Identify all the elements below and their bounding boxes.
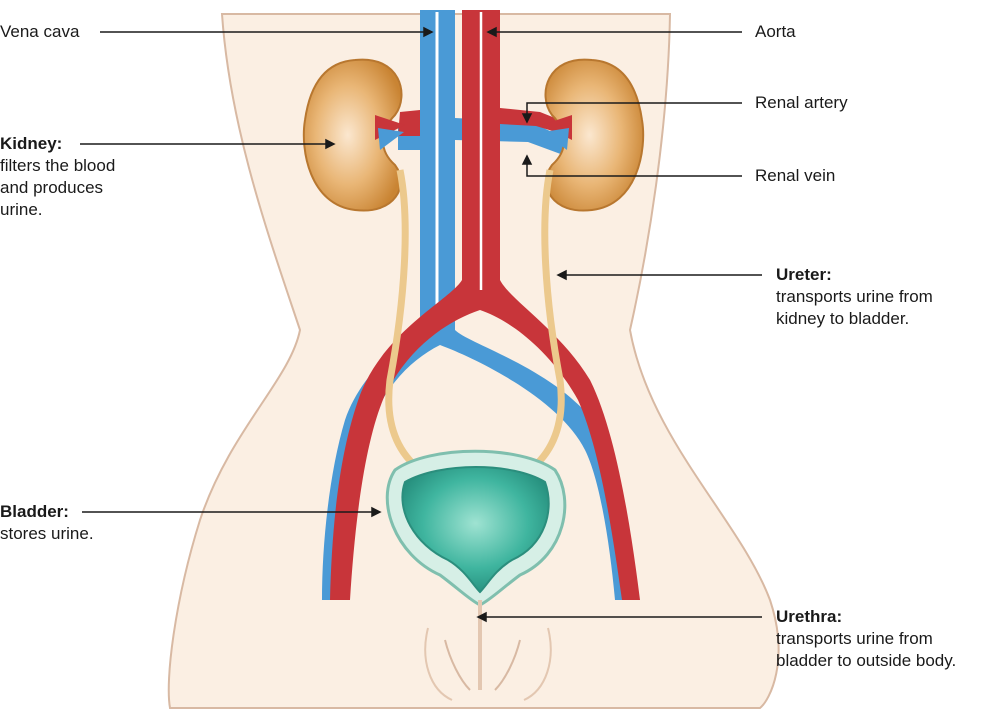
urethra-desc-line: bladder to outside body. (776, 651, 957, 670)
ureter-desc-line: transports urine from (776, 287, 933, 306)
label-kidney: Kidney: filters the blood and produces u… (0, 133, 115, 221)
label-aorta: Aorta (755, 21, 796, 43)
ureter-desc-line: kidney to bladder. (776, 309, 910, 328)
left-kidney (302, 58, 405, 212)
kidney-desc-line: urine. (0, 200, 43, 219)
label-urethra: Urethra: transports urine from bladder t… (776, 606, 956, 672)
kidney-title: Kidney: (0, 134, 63, 153)
leader-lines (80, 26, 762, 623)
kidney-desc-line: filters the blood (0, 156, 116, 175)
label-renal-artery: Renal artery (755, 92, 848, 114)
label-ureter: Ureter: transports urine from kidney to … (776, 264, 933, 330)
vena-cava-text: Vena cava (0, 22, 80, 41)
label-vena-cava: Vena cava (0, 21, 79, 43)
renal-artery-text: Renal artery (755, 93, 848, 112)
right-kidney (542, 58, 645, 212)
label-bladder: Bladder: stores urine. (0, 501, 94, 545)
bladder-desc-line: stores urine. (0, 524, 94, 543)
label-renal-vein: Renal vein (755, 165, 835, 187)
urethra-desc-line: transports urine from (776, 629, 933, 648)
urethra-title: Urethra: (776, 607, 843, 626)
ureter-title: Ureter: (776, 265, 832, 284)
ureters (385, 169, 565, 473)
aorta-text: Aorta (755, 22, 796, 41)
bladder (385, 449, 567, 690)
kidney-desc-line: and produces (0, 178, 104, 197)
bladder-title: Bladder: (0, 502, 69, 521)
renal-vein-text: Renal vein (755, 166, 836, 185)
